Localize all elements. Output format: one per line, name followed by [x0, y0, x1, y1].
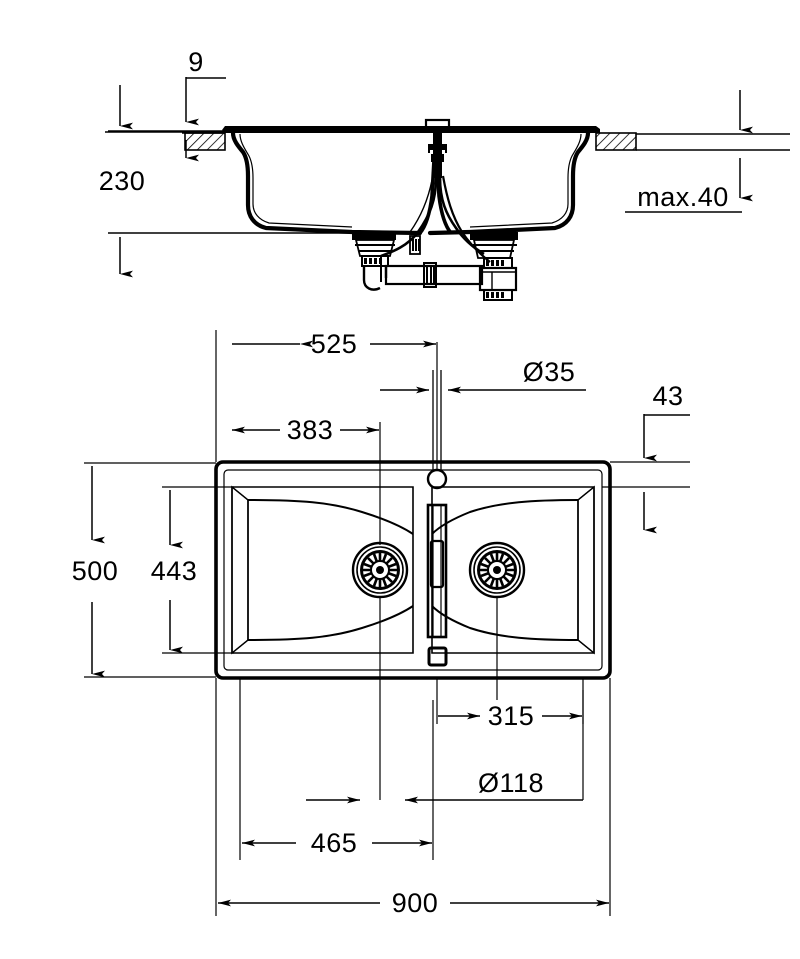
dimension-label-max40: max.40	[637, 182, 729, 212]
worktop-section-left	[105, 131, 226, 151]
worktop-section-right	[595, 132, 790, 151]
dimension-bowl-depth: 230	[99, 85, 360, 278]
dimension-43: 43	[602, 381, 690, 534]
left-drain-strainer	[351, 541, 409, 599]
dimension-worktop-thickness: max.40	[625, 90, 753, 213]
bottom-fixing-lug	[427, 646, 448, 667]
dimension-label-230: 230	[99, 166, 146, 196]
dimension-label-443: 443	[151, 556, 198, 586]
dimension-label-9: 9	[188, 47, 204, 77]
sink-outer-rim	[214, 460, 612, 680]
dimension-label-383: 383	[287, 415, 334, 445]
left-bowl	[231, 485, 414, 655]
dimension-rim-thickness: 9	[185, 47, 226, 162]
faucet-fixing-stud	[424, 118, 451, 178]
sink-inner-rim-line	[223, 469, 603, 671]
dimension-label-500: 500	[72, 556, 119, 586]
dimension-label-dia118: Ø118	[478, 768, 544, 798]
dimension-500: 500	[72, 462, 216, 678]
dimension-label-43: 43	[652, 381, 683, 411]
dimension-label-465: 465	[311, 828, 358, 858]
dimension-443: 443	[151, 486, 234, 654]
center-divider-bridge	[426, 503, 448, 639]
dimension-label-900: 900	[392, 888, 439, 918]
sink-rim-profile	[222, 126, 600, 133]
waste-trap-assembly	[352, 232, 518, 301]
dimension-383: 383	[232, 415, 381, 545]
plan-view: 525 383 Ø35 43	[72, 329, 690, 918]
dimension-900: 900	[215, 678, 611, 918]
dimension-315: 315	[436, 678, 584, 731]
overflow-slot	[429, 539, 445, 589]
dimension-465: 465	[239, 678, 434, 860]
dimension-525: 525	[215, 329, 438, 470]
dimension-label-dia35: Ø35	[523, 357, 576, 387]
elevation-view: 9 230 max.40	[99, 47, 790, 301]
tap-hole	[426, 370, 448, 490]
dimension-dia35: Ø35	[380, 357, 586, 394]
sink-bowl-profile-left	[230, 130, 423, 236]
right-drain-strainer	[468, 541, 526, 599]
dimension-label-315: 315	[488, 701, 535, 731]
dimension-dia118: Ø118	[379, 598, 584, 804]
sink-bowl-profile-right	[427, 130, 591, 236]
dimension-label-525: 525	[311, 329, 358, 359]
